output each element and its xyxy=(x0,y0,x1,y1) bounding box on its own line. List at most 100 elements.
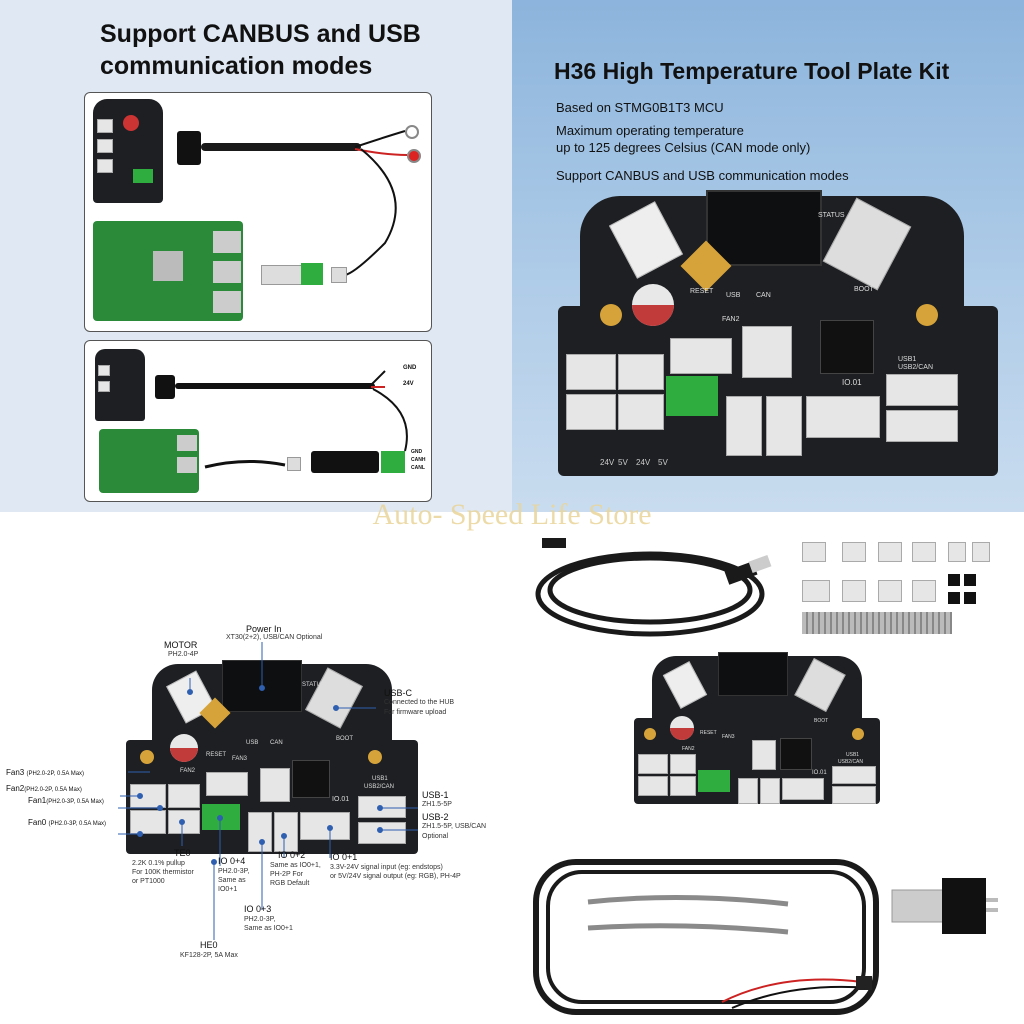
label-usb1-sub: ZH1.5-5P xyxy=(422,801,452,808)
cable-kit-image xyxy=(533,859,998,1015)
label-usb1: USB-1 xyxy=(422,790,449,800)
label-io1-sub1: 3.3V-24V signal input (eg: endstops) xyxy=(330,864,443,871)
label-io3-sub2: Same as IO0+1 xyxy=(244,925,293,932)
toolboard-image-small xyxy=(95,349,145,421)
label-24v-b: 24V xyxy=(636,458,651,467)
label-usb2-sub2: Optional xyxy=(422,833,449,840)
label-power-in-sub: XT30(2+2), USB/CAN Optional xyxy=(226,634,323,641)
pinout-board-image: RESET FAN2 FAN3 USB CAN BOOT USB1 USB2/C… xyxy=(126,660,418,854)
label-usb2: USB-2 xyxy=(422,812,449,822)
kit-label-boot: BOOT xyxy=(814,718,829,724)
kit-contents-quadrant: FAN2 FAN3 USB1 USB2/CAN IO.01 RESET BOOT xyxy=(512,512,1024,1024)
spec-temp-1: Maximum operating temperature xyxy=(556,123,744,138)
pinout-label-io01: IO.01 xyxy=(332,796,350,803)
pinout-label-fan3: FAN3 xyxy=(232,756,248,762)
toolboard-image xyxy=(93,99,163,203)
raspberry-pi-image-small xyxy=(99,429,199,493)
usb-plug xyxy=(261,265,303,285)
label-fan0: Fan0 (PH2.0-3P, 0.5A Max) xyxy=(28,818,107,827)
label-5v-a: 5V xyxy=(618,458,628,467)
pinout-label-usb1: USB1 xyxy=(372,776,388,782)
store-watermark: Auto- Speed Life Store xyxy=(372,498,652,531)
can-adapter xyxy=(311,451,379,473)
heading-line-1: Support CANBUS and USB xyxy=(100,20,421,48)
can-label-canl: CANL xyxy=(411,465,425,471)
label-he0-sub: KF128-2P, 5A Max xyxy=(180,952,238,959)
pinout-label-fan2: FAN2 xyxy=(180,768,196,774)
label-io3: IO 0+3 xyxy=(244,904,272,914)
label-io4: IO 0+4 xyxy=(218,856,246,866)
usb-cable-image xyxy=(535,538,772,637)
kit-label-reset: RESET xyxy=(700,730,717,736)
power-connector xyxy=(706,190,822,266)
board-label-status: STATUS xyxy=(818,212,845,219)
can-label-gnd: GND xyxy=(411,449,423,455)
heater-terminal xyxy=(666,376,718,416)
board-label-io01: IO.01 xyxy=(842,378,862,387)
board-label-fan2: FAN2 xyxy=(722,316,740,323)
label-te0-sub3: or PT1000 xyxy=(132,878,165,885)
spec-comm: Support CANBUS and USB communication mod… xyxy=(556,168,849,183)
spec-mcu: Based on STMG0B1T3 MCU xyxy=(556,100,724,115)
board-label-can: CAN xyxy=(756,292,771,299)
label-io2-sub2: PH-2P For xyxy=(270,871,303,878)
label-usb2-sub1: ZH1.5-5P, USB/CAN xyxy=(422,823,487,830)
spec-temp-2: up to 125 degrees Celsius (CAN mode only… xyxy=(556,140,811,155)
heading-line-2: communication modes xyxy=(100,52,373,80)
leader-lines xyxy=(118,642,418,940)
pinout-label-status: STATUS xyxy=(302,682,325,688)
label-io1-sub2: or 5V/24V signal output (eg: RGB), PH-4P xyxy=(330,873,461,880)
pinout-label-usb2can: USB2/CAN xyxy=(364,784,395,790)
product-hero-quadrant: H36 High Temperature Tool Plate Kit Base… xyxy=(512,0,1024,512)
pinout-label-can: CAN xyxy=(270,740,283,746)
motor-connector xyxy=(608,201,684,279)
usb-mode-panel xyxy=(84,92,432,332)
wire-label-gnd: GND xyxy=(403,365,417,371)
label-fan3: Fan3 (PH2.0-2P, 0.5A Max) xyxy=(6,768,85,777)
label-usbc-sub2: For firmware upload xyxy=(384,709,447,716)
pinout-label-usb: USB xyxy=(246,740,259,746)
label-usbc: USB-C xyxy=(384,688,413,698)
wiring-quadrant: Support CANBUS and USB communication mod… xyxy=(0,0,512,512)
label-motor: MOTOR xyxy=(164,640,198,650)
label-io4-sub3: IO0+1 xyxy=(218,886,238,893)
kit-label-fan2: FAN2 xyxy=(682,746,695,752)
usb-adapter xyxy=(301,263,323,285)
label-te0-sub1: 2.2K 0.1% pullup xyxy=(132,860,185,867)
raspberry-pi-image xyxy=(93,221,243,321)
label-fan2: Fan2(PH2.0-2P, 0.5A Max) xyxy=(6,784,82,793)
product-title: H36 High Temperature Tool Plate Kit xyxy=(554,58,950,84)
label-te0: TE0 xyxy=(174,848,191,858)
label-te0-sub2: For 100K thermistor xyxy=(132,869,194,876)
toolboard-hero-image: 24V 5V 24V 5V USB CAN RESET BOOT FAN2 ST… xyxy=(558,190,998,476)
label-24v-a: 24V xyxy=(600,458,615,467)
kit-label-io01: IO.01 xyxy=(812,770,827,776)
kit-label-usb1: USB1 xyxy=(846,752,860,758)
label-power-in: Power In xyxy=(246,624,282,634)
can-mode-panel: GND 24V GND CANH CANL xyxy=(84,340,432,502)
label-motor-sub: PH2.0-4P xyxy=(168,651,199,658)
label-usbc-sub1: Connected to the HUB xyxy=(384,699,455,706)
kit-label-fan3: FAN3 xyxy=(722,734,735,740)
label-io1: IO 0+1 xyxy=(330,852,358,862)
label-he0: HE0 xyxy=(200,940,218,950)
label-io3-sub1: PH2.0-3P, xyxy=(244,916,276,923)
label-5v-b: 5V xyxy=(658,458,668,467)
wire-lines xyxy=(344,130,408,276)
label-io2-sub3: RGB Default xyxy=(270,880,310,887)
connector-housings-image xyxy=(802,542,1002,642)
label-io4-sub2: Same as xyxy=(218,877,246,884)
board-label-usb1: USB1 xyxy=(898,356,917,363)
label-io2: IO 0+2 xyxy=(278,850,306,860)
label-fan1: Fan1(PH2.0-3P, 0.5A Max) xyxy=(28,796,104,805)
board-label-boot: BOOT xyxy=(854,286,874,293)
can-label-canh: CANH xyxy=(411,457,426,463)
pinout-label-reset: RESET xyxy=(206,752,227,758)
kit-label-usb2can: USB2/CAN xyxy=(838,759,864,765)
wire-label-24v: 24V xyxy=(403,381,414,387)
label-io4-sub1: PH2.0-3P, xyxy=(218,868,250,875)
pinout-quadrant: RESET FAN2 FAN3 USB CAN BOOT USB1 USB2/C… xyxy=(0,512,512,1024)
kit-board-image: FAN2 FAN3 USB1 USB2/CAN IO.01 RESET BOOT xyxy=(634,652,880,804)
board-label-usb: USB xyxy=(726,292,741,299)
pinout-label-boot: BOOT xyxy=(336,736,354,742)
